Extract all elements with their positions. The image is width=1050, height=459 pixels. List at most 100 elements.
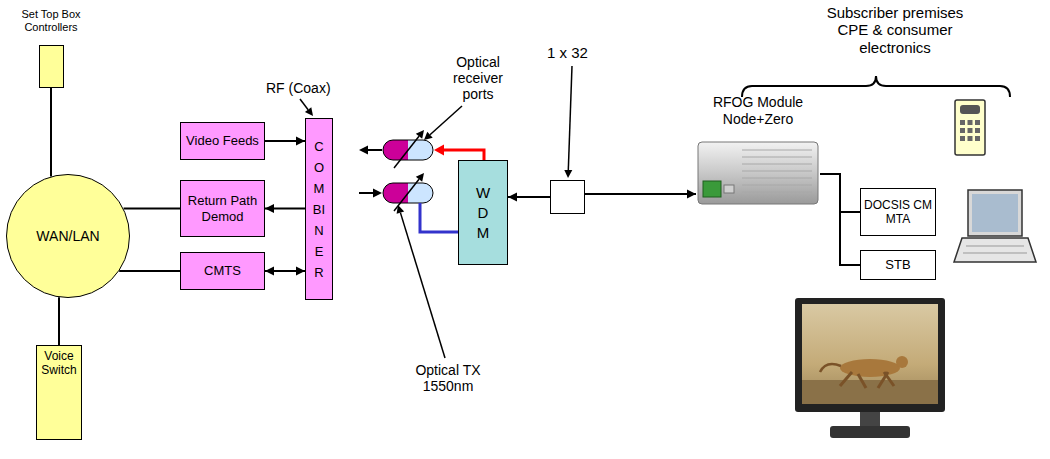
cheetah-leg	[858, 374, 866, 388]
arrowhead	[296, 267, 305, 276]
node-heading: RFOG Module Node+Zero	[690, 94, 826, 128]
switch-box: Voice Switch	[36, 345, 82, 440]
headend-box: CMTS	[180, 252, 265, 290]
cheetah-head	[896, 356, 908, 368]
connector	[265, 267, 305, 276]
connector-line	[119, 270, 180, 272]
leader-line	[430, 106, 462, 135]
phone-key	[960, 128, 965, 133]
device-box: DOCSIS CM MTA	[860, 188, 936, 236]
adjust-arrow	[394, 136, 419, 168]
laptop-base	[954, 238, 1036, 262]
port-arrowhead	[373, 189, 382, 198]
node-text: CMTS	[204, 263, 241, 279]
node-text: WAN/LAN	[36, 228, 99, 245]
cheetah-leg	[840, 372, 852, 386]
laptop-keys	[966, 246, 1024, 247]
node-text: Video Feeds	[186, 133, 259, 149]
cheetah-tail	[820, 364, 841, 372]
device-port	[724, 185, 734, 193]
node-heading: Set Top Box Controllers	[8, 8, 94, 34]
rfog-module-shape	[696, 140, 820, 208]
node-text: Voice Switch	[40, 349, 78, 378]
fibre-arrowhead	[434, 145, 444, 156]
callout-label: RF (Coax)	[266, 80, 350, 96]
upstream-fibre	[442, 150, 484, 160]
connector-line	[58, 297, 60, 345]
rfog-module: RFOG Module Node+Zero	[690, 94, 826, 208]
node-text: Return Path Demod	[184, 193, 261, 224]
device-fin	[742, 157, 812, 158]
connector	[59, 297, 60, 345]
node-text: WDM	[476, 183, 491, 243]
port-arrowhead	[359, 146, 368, 155]
leader-arrowhead	[305, 107, 313, 116]
tv-neck	[860, 412, 880, 426]
cheetah-leg	[878, 372, 888, 388]
device-fin	[742, 164, 812, 165]
headend-box: Return Path Demod	[180, 180, 265, 237]
leader-line	[300, 99, 308, 110]
connector	[265, 204, 305, 213]
phone-key	[960, 136, 965, 141]
node-heading: 1 x 32	[535, 44, 600, 62]
port-arrow	[359, 192, 375, 194]
leader-arrowhead	[424, 132, 433, 140]
arrowhead	[265, 204, 274, 213]
connector	[820, 174, 860, 265]
controller-box: Set Top Box Controllers	[8, 8, 94, 88]
arrowhead	[296, 137, 305, 146]
node-text: DOCSIS CM MTA	[864, 198, 932, 227]
adjust-arrowhead	[416, 130, 424, 139]
optical-port-half	[383, 140, 408, 160]
tv-screen	[802, 304, 938, 404]
arrowhead	[687, 190, 696, 199]
phone-handset	[960, 105, 980, 114]
splitter-box: 1 x 32	[535, 44, 600, 214]
arrowhead	[265, 267, 274, 276]
device-fin	[742, 178, 812, 179]
device-fin	[742, 192, 812, 193]
connector-line	[820, 174, 860, 265]
connector-line	[50, 88, 52, 176]
device-box: STB	[860, 250, 936, 280]
splitter-box-shape	[550, 180, 585, 214]
curly-brace	[742, 76, 1010, 97]
node-text: STB	[885, 257, 910, 273]
port-arrow	[366, 149, 382, 151]
connector	[585, 190, 696, 199]
downstream-fibre	[420, 203, 458, 232]
arrowhead	[508, 193, 517, 202]
laptop-display	[972, 194, 1018, 232]
leader-line	[400, 213, 445, 358]
tv-ground	[802, 380, 938, 404]
group-label: Subscriber premises CPE & consumer elect…	[815, 4, 975, 56]
adjust-arrow	[394, 179, 419, 211]
device-terminal	[703, 181, 721, 197]
phone-key	[975, 120, 980, 125]
headend-box: Video Feeds	[180, 122, 265, 160]
leader-arrowhead	[564, 170, 572, 178]
leader-line	[568, 66, 572, 170]
connector-line	[124, 208, 180, 210]
controller-box-shape	[39, 45, 64, 88]
callout-label: Optical TX 1550nm	[400, 362, 496, 394]
network-circle: WAN/LAN	[6, 174, 130, 298]
phone-key	[968, 136, 973, 141]
device-fin	[742, 150, 812, 151]
laptop-keys	[963, 253, 1027, 254]
adjust-arrowhead	[416, 173, 424, 182]
phone-icon	[955, 100, 985, 155]
connector	[508, 193, 550, 202]
wdm-box: WDM	[458, 160, 508, 265]
connector	[119, 271, 180, 272]
laptop-screen	[968, 190, 1022, 236]
tv-frame	[795, 298, 945, 412]
connector	[124, 208, 180, 209]
combiner-box: COMBINER	[305, 118, 333, 300]
rfog-device	[698, 142, 818, 204]
node-text: COMBINER	[313, 136, 326, 283]
tv-stand	[830, 426, 910, 438]
device-fin	[742, 185, 812, 186]
